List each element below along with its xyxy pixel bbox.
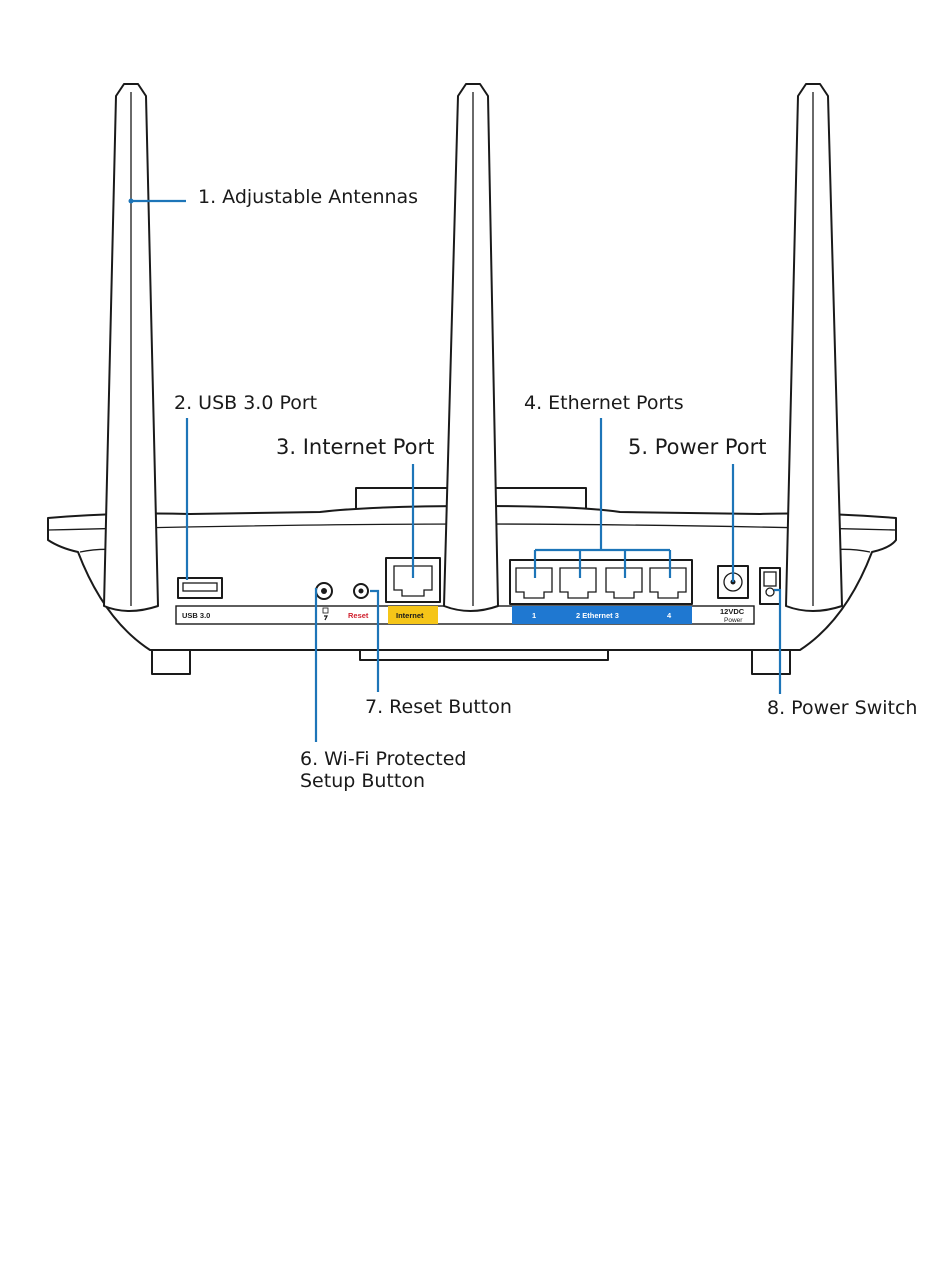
antenna-center [444, 84, 498, 611]
callout-internet: 3. Internet Port [276, 435, 434, 459]
usb-panel-label: USB 3.0 [182, 611, 210, 620]
callout-wps-line2: Setup Button [300, 770, 425, 792]
power-panel-label-power: Power [724, 617, 743, 624]
antenna-right [786, 84, 842, 611]
callout-antennas: 1. Adjustable Antennas [198, 186, 418, 208]
router-center-base [360, 650, 608, 660]
reset-button [354, 584, 368, 598]
ethernet-ports [510, 560, 692, 604]
callout-power-port: 5. Power Port [628, 435, 767, 459]
power-panel-label-volt: 12VDC [720, 607, 745, 616]
ethernet-panel-label-2-3: 2 Ethernet 3 [576, 611, 619, 620]
callout-reset: 7. Reset Button [365, 696, 512, 718]
wps-button [316, 583, 332, 599]
reset-panel-label: Reset [348, 611, 369, 620]
router-foot-left [152, 650, 190, 674]
internet-panel-label: Internet [396, 611, 424, 620]
router-foot-right [752, 650, 790, 674]
callout-wps-line1: 6. Wi-Fi Protected [300, 748, 466, 770]
callout-usb: 2. USB 3.0 Port [174, 392, 317, 414]
usb-port [178, 578, 222, 598]
callout-ethernet: 4. Ethernet Ports [524, 392, 684, 414]
ethernet-panel-label-1: 1 [532, 611, 536, 620]
callout-power-switch: 8. Power Switch [767, 697, 917, 719]
power-switch [760, 568, 780, 604]
